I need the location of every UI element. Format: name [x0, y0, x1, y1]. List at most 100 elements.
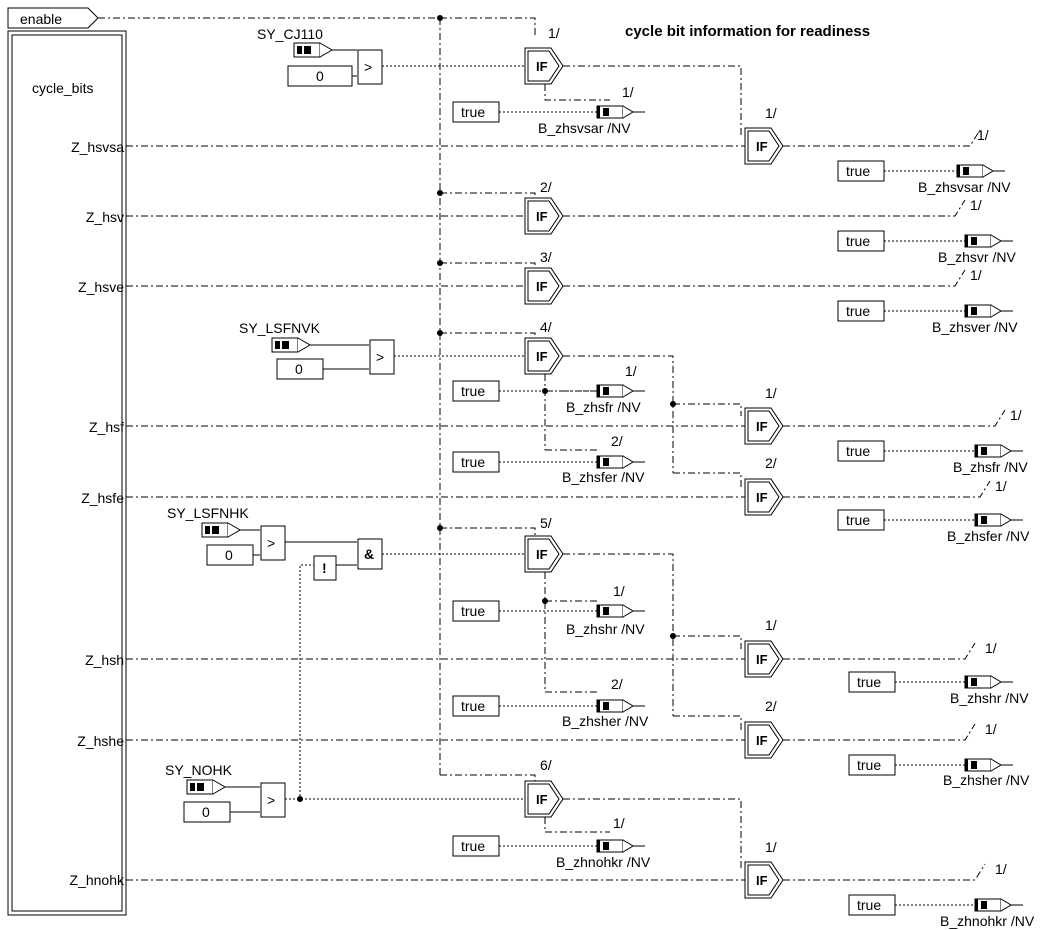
if-block-8 — [524, 535, 564, 573]
out-icon-5 — [596, 384, 646, 398]
seq-label-13: 2/ — [765, 455, 777, 471]
out-icon-13 — [596, 839, 646, 853]
out-right-3: B_zhsver /NV — [932, 319, 1018, 335]
out-right-4: B_zhsfr /NV — [953, 459, 1028, 475]
seq-label-4: 2/ — [540, 179, 552, 195]
out-right-2: B_zhsvr /NV — [938, 249, 1016, 265]
out-inner-4: B_zhshr /NV — [566, 621, 645, 637]
seq-label-17: 2/ — [611, 676, 623, 692]
true-const-1: true — [461, 104, 485, 120]
out-icon-6 — [596, 455, 646, 469]
port-z-hshe: Z_hshe — [77, 733, 124, 749]
port-z-hnohk: Z_hnohk — [70, 872, 125, 888]
sy-nohk-icon — [186, 779, 226, 795]
seq-label-21: 1/ — [985, 721, 997, 737]
out-right-5: B_zhsfer /NV — [947, 528, 1030, 544]
diagram-title: cycle bit information for readiness — [625, 23, 870, 40]
if-block-3 — [524, 197, 564, 235]
out-icon-7 — [974, 444, 1024, 458]
seq-label-3: 1/ — [977, 127, 989, 143]
true-const-5: true — [461, 383, 485, 399]
true-const-10: true — [461, 698, 485, 714]
out-icon-14 — [974, 898, 1024, 912]
if-block-6 — [744, 407, 784, 445]
out-right-8: B_zhnohkr /NV — [940, 913, 1035, 929]
const-zero-4: 0 — [202, 804, 210, 820]
seq-label-24: 1/ — [765, 839, 777, 855]
out-icon-12 — [964, 758, 1014, 772]
out-right-6: B_zhshr /NV — [950, 690, 1029, 706]
const-zero-1: 0 — [316, 68, 324, 84]
if-block-2 — [744, 127, 784, 165]
seq-label-14: 1/ — [995, 478, 1007, 494]
port-z-hsv: Z_hsv — [86, 209, 124, 225]
out-inner-3: B_zhsfer /NV — [562, 469, 645, 485]
out-inner-6: B_zhnohkr /NV — [556, 854, 651, 870]
seq-label-10: 2/ — [611, 433, 623, 449]
out-icon-2 — [956, 164, 1006, 178]
true-const-13: true — [461, 838, 485, 854]
out-icon-4 — [964, 304, 1014, 318]
const-zero-2: 0 — [295, 361, 303, 377]
if-block-11 — [524, 780, 564, 818]
out-icon-1 — [596, 105, 646, 119]
seq-label-12: 1/ — [1010, 407, 1022, 423]
out-right-7: B_zhsher /NV — [943, 772, 1030, 788]
seq-label-15: 5/ — [540, 515, 552, 531]
seq-label-9: 1/ — [625, 363, 637, 379]
port-z-hsh: Z_hsh — [85, 652, 124, 668]
out-icon-8 — [974, 513, 1024, 527]
port-z-hsvsa: Z_hsvsa — [71, 139, 124, 155]
seq-label-1: 1/ — [548, 25, 560, 41]
sy-lsfnhk-label: SY_LSFNHK — [167, 505, 249, 521]
seq-label-22: 6/ — [540, 757, 552, 773]
out-icon-10 — [596, 699, 646, 713]
out-inner-2: B_zhsfr /NV — [566, 399, 641, 415]
enable-input: enable — [7, 7, 99, 29]
seq-label-25: 1/ — [995, 861, 1007, 877]
true-const-11: true — [857, 674, 881, 690]
true-const-2: true — [846, 163, 870, 179]
out-icon-11 — [964, 675, 1014, 689]
out-inner-1: B_zhsvsar /NV — [538, 120, 631, 136]
seq-label-7: 1/ — [970, 267, 982, 283]
cycle-bits-block: cycle_bits Z_hsvsa Z_hsv Z_hsve Z_hsf Z_… — [7, 30, 127, 916]
port-z-hsve: Z_hsve — [78, 279, 124, 295]
seq-label-5: 1/ — [970, 197, 982, 213]
const-zero-3: 0 — [225, 547, 233, 563]
gt-op-2: > — [376, 349, 384, 365]
seq-label-2: 1/ — [765, 105, 777, 121]
true-const-9: true — [461, 603, 485, 619]
true-const-4: true — [846, 303, 870, 319]
seq-label-6: 3/ — [540, 249, 552, 265]
port-z-hsfe: Z_hsfe — [81, 490, 124, 506]
cycle-bits-title: cycle_bits — [32, 80, 93, 96]
sy-lsfnvk-icon — [271, 337, 311, 353]
seq-label-1b: 1/ — [622, 84, 634, 100]
true-const-8: true — [846, 512, 870, 528]
sy-nohk-label: SY_NOHK — [165, 762, 233, 778]
sy-cj110-label: SY_CJ110 — [257, 26, 323, 42]
true-const-6: true — [461, 454, 485, 470]
if-block-10 — [744, 721, 784, 759]
out-icon-3 — [964, 234, 1014, 248]
true-const-14: true — [857, 897, 881, 913]
not-op: ! — [322, 560, 327, 576]
seq-label-19: 1/ — [985, 640, 997, 656]
gt-op-4: > — [267, 792, 275, 808]
if-block-9 — [744, 640, 784, 678]
gt-op-3: > — [267, 535, 275, 551]
seq-label-23: 1/ — [613, 815, 625, 831]
port-z-hsf: Z_hsf — [89, 419, 124, 435]
sy-lsfnhk-icon — [201, 522, 241, 538]
sy-cj110-icon — [293, 42, 333, 58]
seq-label-11: 1/ — [765, 385, 777, 401]
out-inner-5: B_zhsher /NV — [562, 713, 649, 729]
seq-label-8: 4/ — [540, 319, 552, 335]
seq-label-18: 1/ — [765, 617, 777, 633]
true-const-12: true — [857, 757, 881, 773]
seq-label-16: 1/ — [613, 583, 625, 599]
gt-op-1: > — [364, 59, 372, 75]
and-op: & — [364, 546, 374, 562]
